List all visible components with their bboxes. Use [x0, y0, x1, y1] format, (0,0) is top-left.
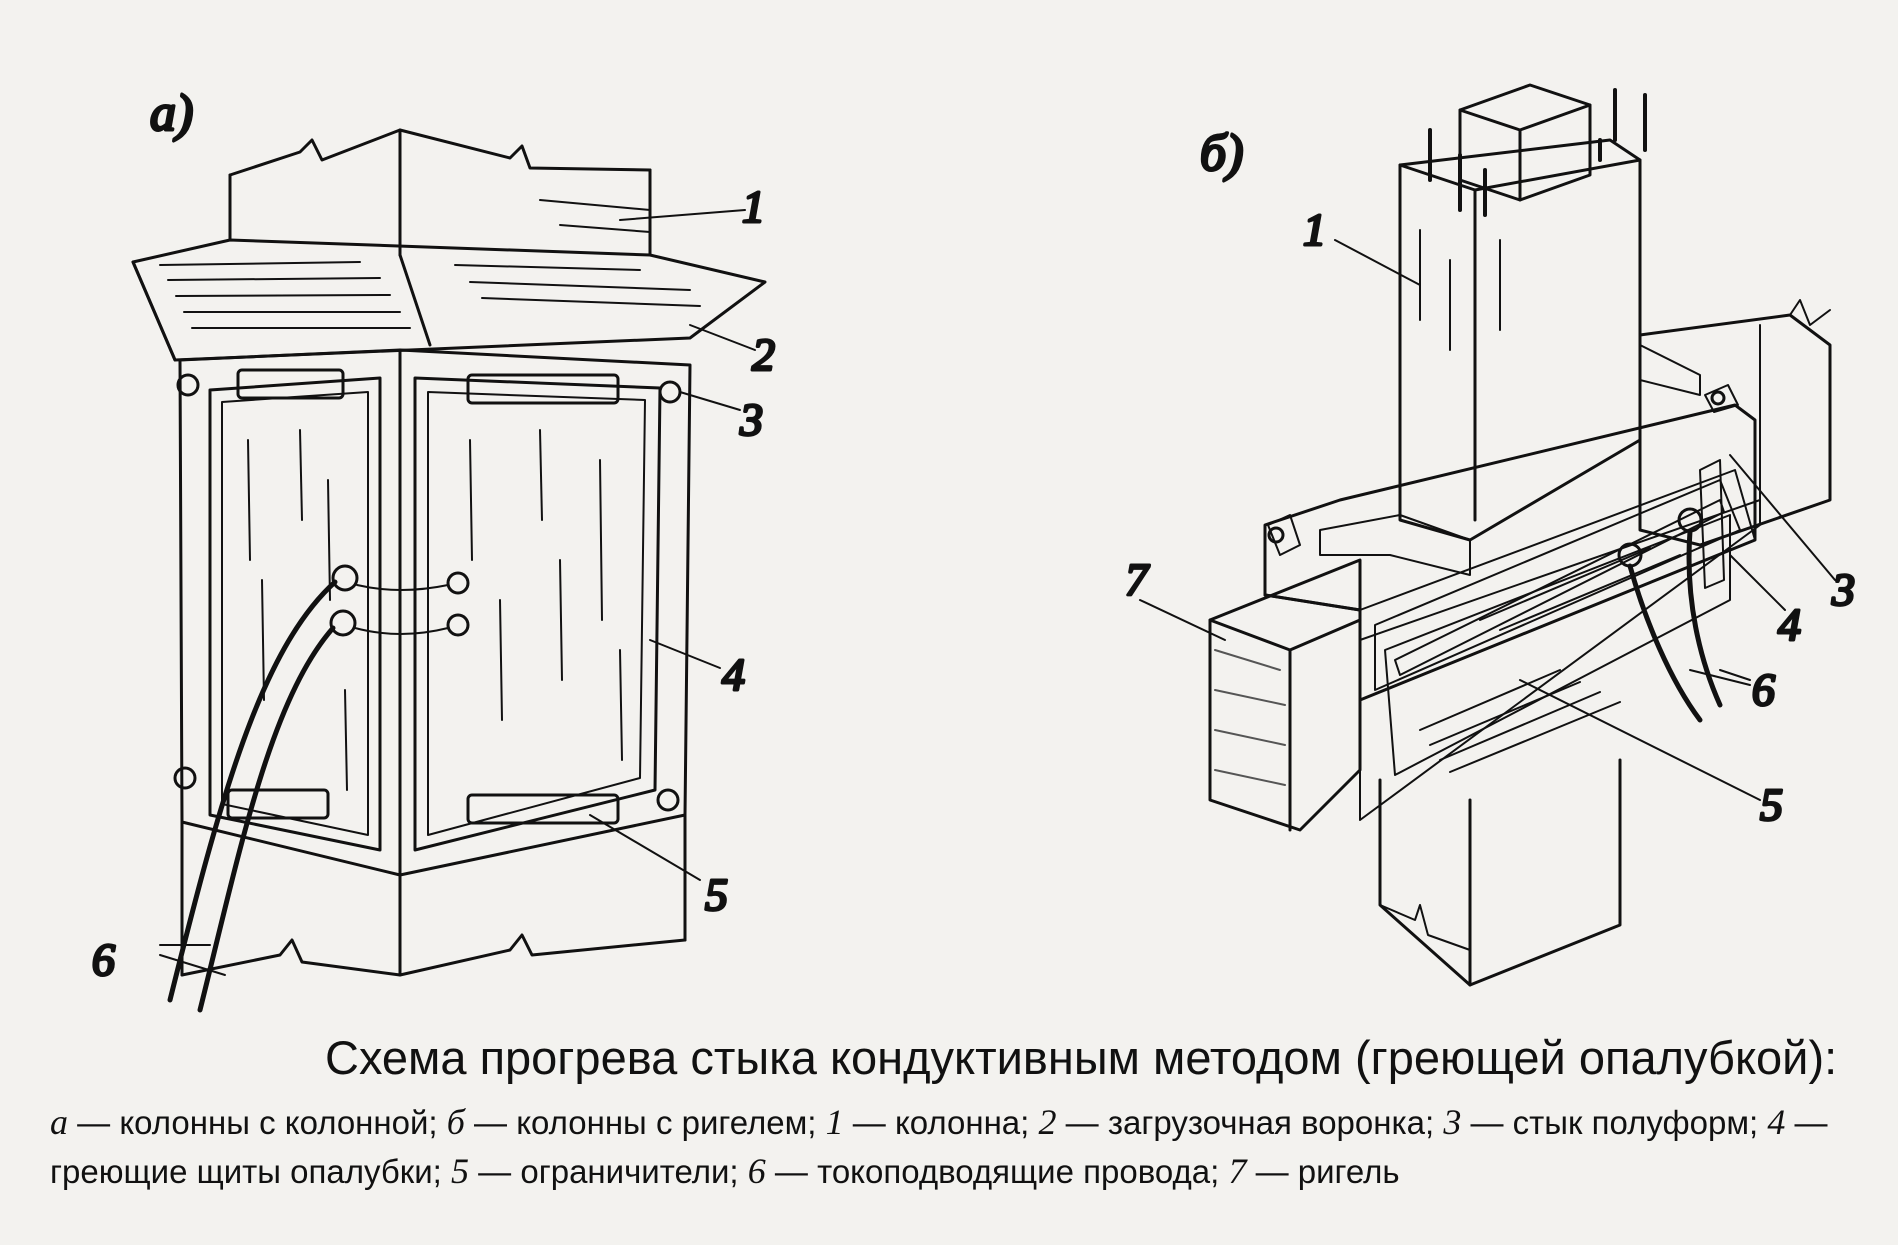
- power-wires-b: [1627, 528, 1723, 723]
- legend-text: — колонны с ригелем;: [464, 1104, 826, 1141]
- legend-text: — токоподводящие провода;: [765, 1153, 1229, 1190]
- power-wires-a: [167, 579, 338, 1013]
- legend-key: 6: [747, 1151, 766, 1191]
- loading-funnel: [131, 238, 767, 362]
- callout-a-4: 4: [722, 649, 745, 700]
- callout-b-5: 5: [1760, 779, 1783, 830]
- callout-b-6: 6: [1752, 664, 1775, 715]
- callout-b-4: 4: [1778, 599, 1801, 650]
- panel-b-drawing: [1139, 83, 1836, 987]
- legend-text: — греющие щиты опалубки;: [50, 1104, 1828, 1190]
- panel-a-label: а): [150, 85, 193, 142]
- panel-a-drawing: [131, 128, 767, 1013]
- column-b: [1378, 138, 1642, 987]
- legend-key: 5: [451, 1151, 469, 1191]
- technical-drawing: а) б) 1 2 3 4 5 6 1 7 3 4 6 5: [91, 83, 1857, 1013]
- legend-text: — стык полуформ;: [1461, 1104, 1768, 1141]
- concrete-fill: [1319, 344, 1701, 576]
- legend-text: — колонны с колонной;: [68, 1104, 447, 1141]
- leaders-a: [159, 209, 756, 976]
- callout-a-5: 5: [705, 869, 728, 920]
- legend-text: — ригель: [1246, 1153, 1400, 1190]
- callout-a-1: 1: [742, 181, 765, 232]
- callout-a-2: 2: [752, 329, 775, 380]
- legend-key: 3: [1443, 1102, 1462, 1142]
- legend: а — колонны с колонной; б — колонны с ри…: [50, 1098, 1870, 1196]
- column-top: [1428, 83, 1647, 217]
- beam: [1208, 299, 1832, 832]
- callout-a-6: 6: [92, 934, 115, 985]
- caption-title: Схема прогрева стыка кондуктивным методо…: [325, 1031, 1838, 1084]
- heating-formwork-b: [1263, 384, 1761, 821]
- legend-key: 7: [1228, 1151, 1247, 1191]
- panel-b-label: б): [1200, 125, 1243, 182]
- leaders-b: [1139, 239, 1836, 801]
- legend-key: 2: [1038, 1102, 1057, 1142]
- legend-key: б: [446, 1102, 465, 1142]
- callout-b-3: 3: [1831, 564, 1855, 615]
- callout-b-7: 7: [1125, 554, 1150, 605]
- legend-text: — колонна;: [843, 1104, 1039, 1141]
- legend-key: а: [50, 1102, 68, 1142]
- callout-a-3: 3: [739, 394, 763, 445]
- legend-key: 1: [825, 1102, 844, 1142]
- legend-text: — ограничители;: [469, 1153, 748, 1190]
- heating-formwork-box: [173, 348, 692, 877]
- legend-key: 4: [1767, 1102, 1786, 1142]
- upper-column: [228, 128, 652, 257]
- legend-text: — загрузочная воронка;: [1056, 1104, 1444, 1141]
- callout-b-1: 1: [1303, 204, 1326, 255]
